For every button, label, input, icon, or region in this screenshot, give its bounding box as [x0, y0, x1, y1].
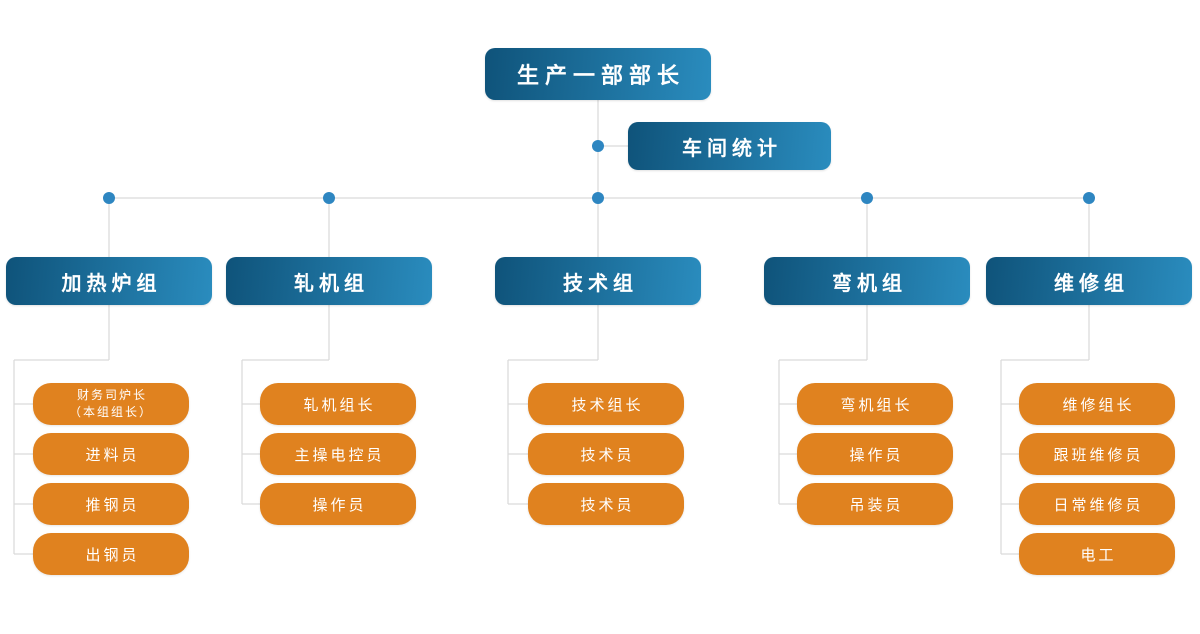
org-node-member: 技术组长	[528, 383, 684, 425]
junction-dot	[323, 192, 335, 204]
org-node-member: 主操电控员	[260, 433, 416, 475]
org-node-member: 操作员	[260, 483, 416, 525]
org-node-group-maintenance: 维修组	[986, 257, 1192, 305]
org-node-group-bending: 弯机组	[764, 257, 970, 305]
org-node-root: 生产一部部长	[485, 48, 711, 100]
junction-dot	[592, 140, 604, 152]
org-node-member: 跟班维修员	[1019, 433, 1175, 475]
junction-dot	[1083, 192, 1095, 204]
org-node-group-technology: 技术组	[495, 257, 701, 305]
org-node-member: 技术员	[528, 433, 684, 475]
org-node-member: 轧机组长	[260, 383, 416, 425]
org-node-member: 技术员	[528, 483, 684, 525]
org-node-member: 电工	[1019, 533, 1175, 575]
org-node-member: 财务司炉长 （本组组长）	[33, 383, 189, 425]
org-node-member: 推钢员	[33, 483, 189, 525]
org-node-member: 吊装员	[797, 483, 953, 525]
org-node-member: 维修组长	[1019, 383, 1175, 425]
org-node-member: 操作员	[797, 433, 953, 475]
junction-dot	[103, 192, 115, 204]
org-node-member: 日常维修员	[1019, 483, 1175, 525]
org-node-member: 出钢员	[33, 533, 189, 575]
org-node-staff: 车间统计	[628, 122, 831, 170]
junction-dot	[861, 192, 873, 204]
org-node-group-heating: 加热炉组	[6, 257, 212, 305]
junction-dot	[592, 192, 604, 204]
org-node-member: 进料员	[33, 433, 189, 475]
org-node-group-rolling: 轧机组	[226, 257, 432, 305]
org-node-member: 弯机组长	[797, 383, 953, 425]
